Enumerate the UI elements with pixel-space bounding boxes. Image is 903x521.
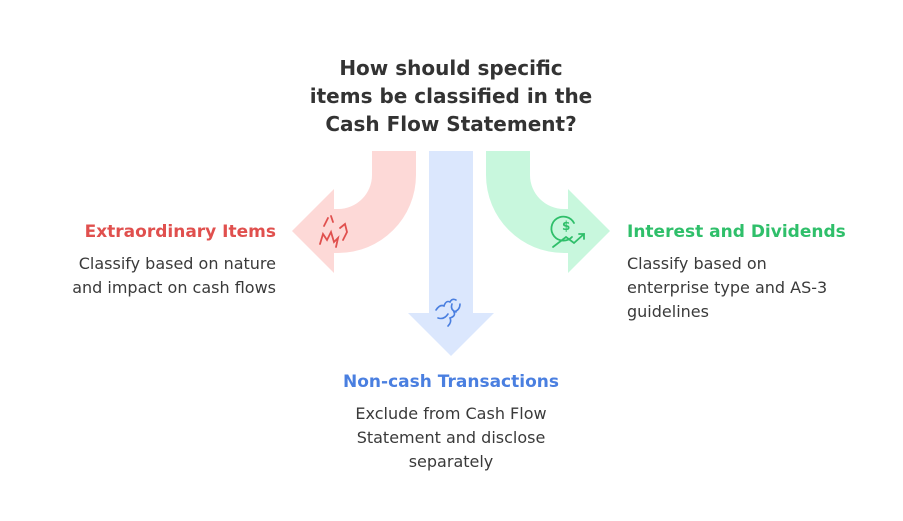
svg-text:$: $ <box>562 219 570 233</box>
title-line: How should specific <box>339 56 563 80</box>
branch-heading: Interest and Dividends <box>627 222 846 242</box>
branch-text: separately <box>408 452 494 471</box>
branch-text: enterprise type and AS-3 <box>627 278 828 297</box>
branch-heading: Extraordinary Items <box>84 222 276 242</box>
non-cash-transactions-block: Non-cash Transactions Exclude from Cash … <box>301 370 601 474</box>
bottom-arrow <box>408 151 494 356</box>
explosion-icon <box>319 215 348 248</box>
title-line: Cash Flow Statement? <box>325 112 577 136</box>
diagram-title: How should specific items be classified … <box>250 54 652 138</box>
branch-text: Exclude from Cash Flow <box>355 404 547 423</box>
branch-text: guidelines <box>627 302 709 321</box>
dollar-growth-icon: $ <box>550 215 585 248</box>
handshake-icon <box>435 298 461 327</box>
branch-text: and impact on cash flows <box>72 278 276 297</box>
extraordinary-items-block: Extraordinary Items Classify based on na… <box>6 220 276 300</box>
branch-text: Statement and disclose <box>356 428 546 447</box>
title-line: items be classified in the <box>309 84 593 108</box>
branch-heading: Non-cash Transactions <box>343 372 559 392</box>
branch-text: Classify based on <box>627 254 767 273</box>
left-arrow <box>292 151 416 273</box>
interest-dividends-block: Interest and Dividends Classify based on… <box>627 220 897 324</box>
branch-text: Classify based on nature <box>78 254 276 273</box>
right-arrow <box>486 151 610 273</box>
